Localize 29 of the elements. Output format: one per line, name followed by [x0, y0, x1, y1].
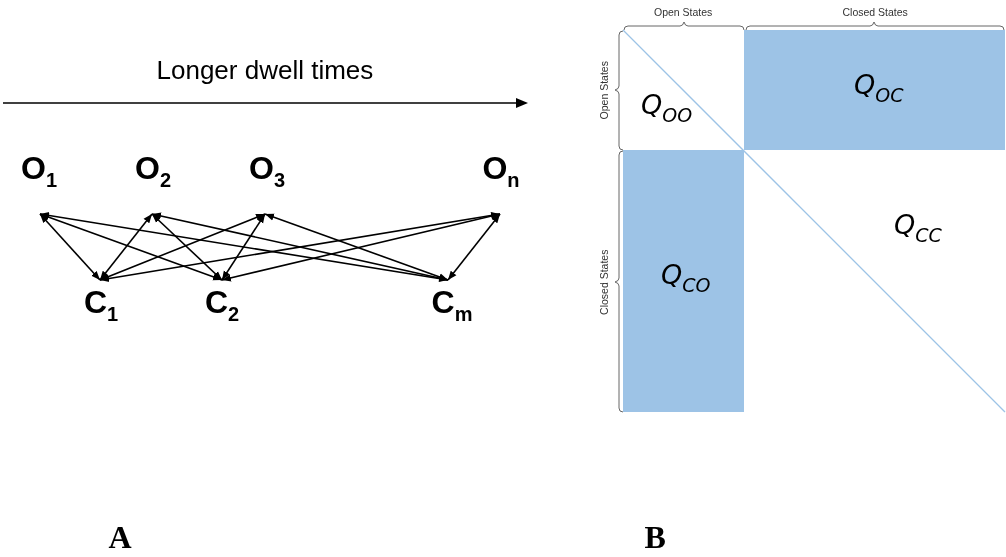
transition-arrow [264, 213, 449, 281]
block-label: Q$_{CO}$ [661, 261, 711, 295]
axis-title: Longer dwell times [156, 57, 374, 83]
state-label: O$_{1}$ [14, 152, 64, 204]
block-label: Q$_{CC}$ [894, 211, 942, 245]
transition-arrow [151, 213, 223, 281]
state-label: O$_{n}$ [475, 152, 527, 204]
block-label: Q$_{OC}$ [854, 71, 904, 105]
transition-arrow [39, 213, 101, 281]
state-label: O$_{2}$ [128, 152, 178, 204]
panel-letter: A [108, 521, 132, 553]
column-label: Closed States [842, 6, 908, 17]
transition-arrow [221, 213, 266, 281]
state-label: C$_{2}$ [197, 286, 247, 338]
transition-arrow [99, 211, 501, 283]
state-label: C$_{m}$ [426, 286, 478, 338]
state-label: C$_{1}$ [76, 286, 126, 338]
block-label: Q$_{OO}$ [641, 91, 693, 125]
state-label: O$_{3}$ [242, 152, 292, 204]
row-label: Closed States [598, 249, 610, 315]
transition-arrow [99, 213, 153, 281]
matrix-block [623, 150, 744, 412]
matrix-block [744, 30, 1005, 150]
panel-letter: B [644, 521, 666, 553]
transition-arrow [447, 213, 501, 281]
row-label: Open States [598, 60, 610, 119]
transition-arrow [221, 212, 501, 282]
transition-arrow [39, 211, 449, 283]
column-label: Open States [654, 6, 713, 17]
